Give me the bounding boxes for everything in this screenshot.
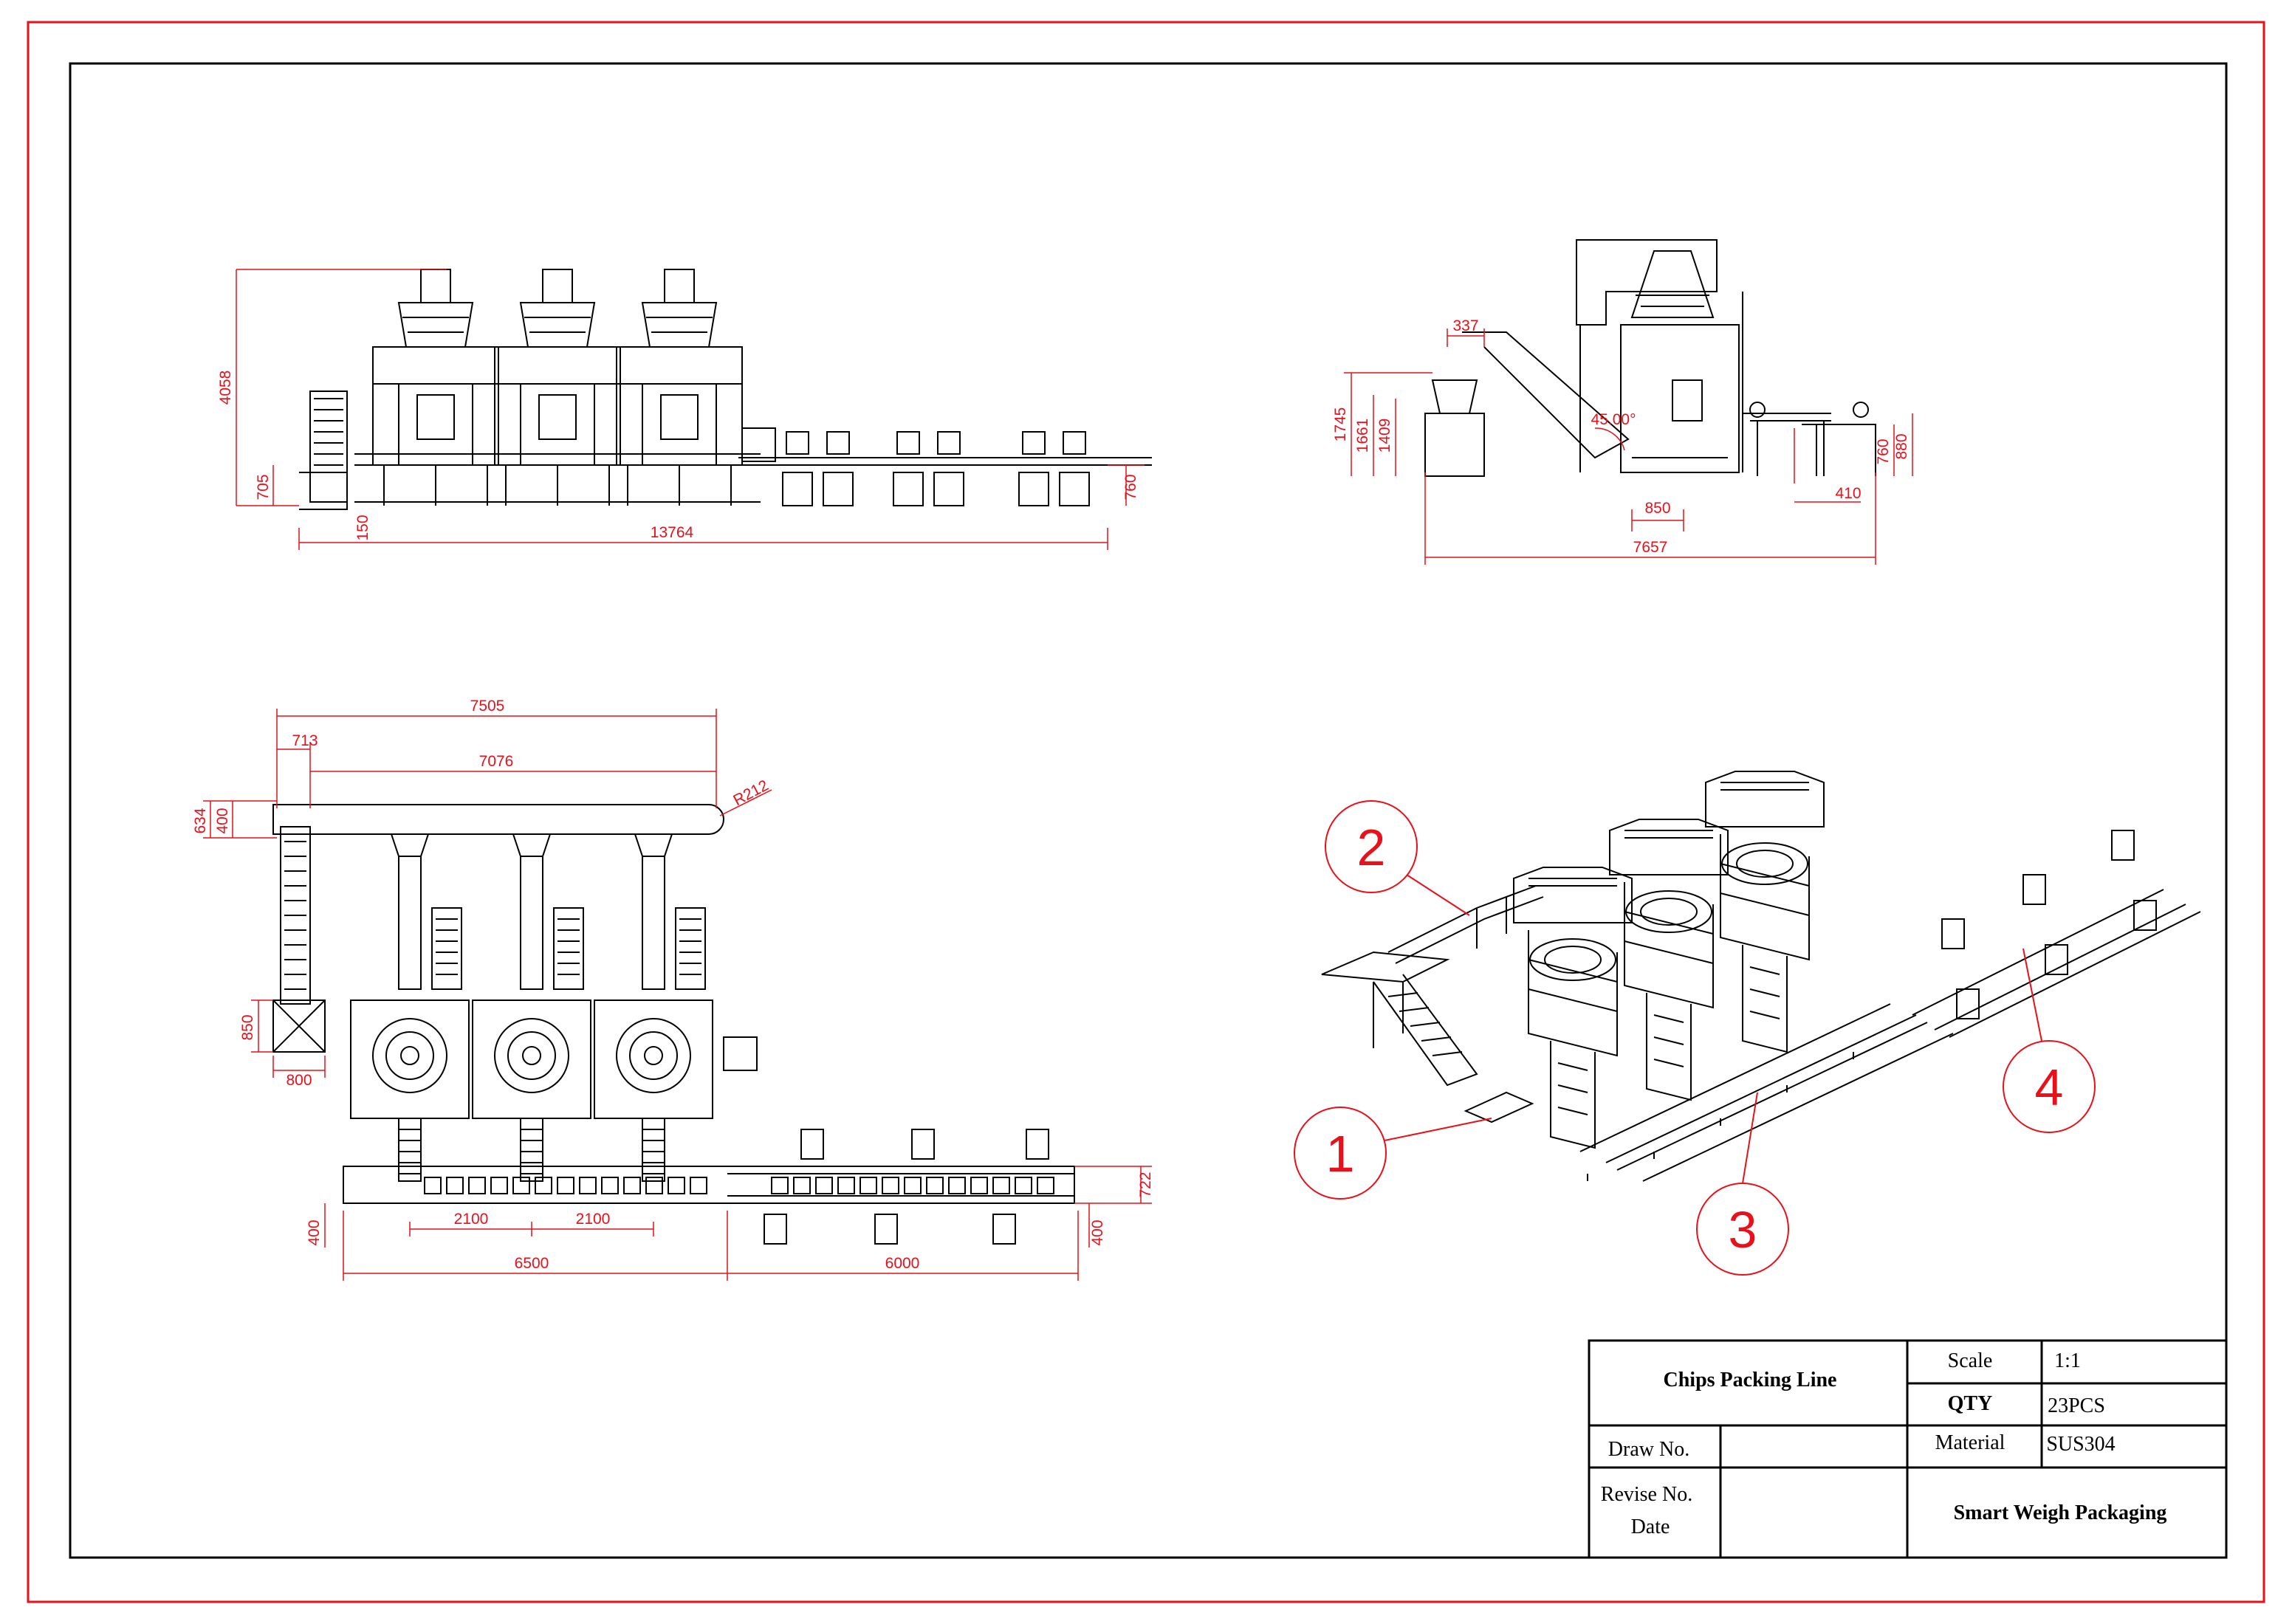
callout-3: 3 xyxy=(1729,1201,1757,1259)
dim-side-right-h1: 760 xyxy=(1875,438,1892,464)
dim-plan-conv-width: 722 xyxy=(1137,1171,1154,1197)
dim-plan-overall: 7505 xyxy=(470,698,505,715)
dim-plan-hopper-h: 850 xyxy=(239,1014,256,1040)
callout-2: 2 xyxy=(1357,819,1386,876)
dim-side-right-h2: 880 xyxy=(1893,433,1910,459)
title-block-material-value: SUS304 xyxy=(2046,1433,2115,1456)
plan-view xyxy=(272,804,1075,1245)
dim-plan-pitch1: 2100 xyxy=(454,1211,489,1228)
dim-plan-left-offset: 400 xyxy=(306,1219,323,1245)
inner-frame xyxy=(69,62,2228,1559)
dim-side-bottom: 850 xyxy=(1644,500,1670,517)
title-block xyxy=(1588,1339,2228,1559)
dim-plan-right-offset: 400 xyxy=(1089,1219,1106,1245)
dim-side-top: 337 xyxy=(1452,317,1478,334)
dim-front-height-base: 705 xyxy=(255,474,272,500)
title-block-date-label: Date xyxy=(1631,1515,1670,1538)
dim-plan-left: 713 xyxy=(292,732,318,749)
front-view-dimensions xyxy=(236,269,1145,550)
dim-plan-hopper-w: 800 xyxy=(286,1072,312,1089)
dim-plan-conv2: 6000 xyxy=(885,1255,920,1272)
dim-plan-pitch2: 2100 xyxy=(576,1211,611,1228)
callout-4: 4 xyxy=(2035,1059,2064,1116)
title-block-title: Chips Packing Line xyxy=(1664,1369,1837,1391)
title-block-qty-value: 23PCS xyxy=(2048,1394,2105,1417)
dim-side-angle: 45.00° xyxy=(1591,411,1636,428)
dim-plan-conv1: 6500 xyxy=(515,1255,549,1272)
title-block-scale-value: 1:1 xyxy=(2054,1349,2081,1372)
title-block-material-label: Material xyxy=(1935,1431,2006,1454)
callout-1: 1 xyxy=(1326,1125,1355,1183)
dim-plan-radius: R212 xyxy=(730,777,771,809)
iso-view xyxy=(1321,771,2201,1182)
dim-front-width-total: 13764 xyxy=(651,524,694,541)
dim-plan-depth1: 634 xyxy=(192,808,209,833)
side-view-dimensions xyxy=(1344,328,1913,565)
title-block-revise-label: Revise No. xyxy=(1601,1483,1692,1506)
title-block-qty-label: QTY xyxy=(1948,1392,1993,1415)
title-block-company: Smart Weigh Packaging xyxy=(1954,1501,2167,1524)
dim-front-conveyor-height: 760 xyxy=(1122,474,1139,500)
dim-plan-depth2: 400 xyxy=(214,808,231,833)
dim-side-h3: 1409 xyxy=(1376,419,1393,453)
side-view xyxy=(1424,239,1876,477)
dim-side-h2: 1661 xyxy=(1354,419,1371,453)
title-block-scale-label: Scale xyxy=(1948,1349,1993,1372)
dim-plan-span: 7076 xyxy=(479,753,514,770)
front-view xyxy=(299,269,1152,510)
outer-frame xyxy=(27,21,2265,1603)
iso-callout-leaders xyxy=(1294,800,2096,1276)
dim-front-height-total: 4058 xyxy=(217,371,234,405)
dim-side-width-total: 7657 xyxy=(1633,539,1668,556)
title-block-draw-label: Draw No. xyxy=(1608,1438,1689,1461)
dim-front-offset: 150 xyxy=(354,515,371,540)
dim-side-right-w: 410 xyxy=(1835,485,1861,502)
dim-side-h1: 1745 xyxy=(1332,407,1349,442)
plan-view-dimensions xyxy=(203,709,1152,1281)
